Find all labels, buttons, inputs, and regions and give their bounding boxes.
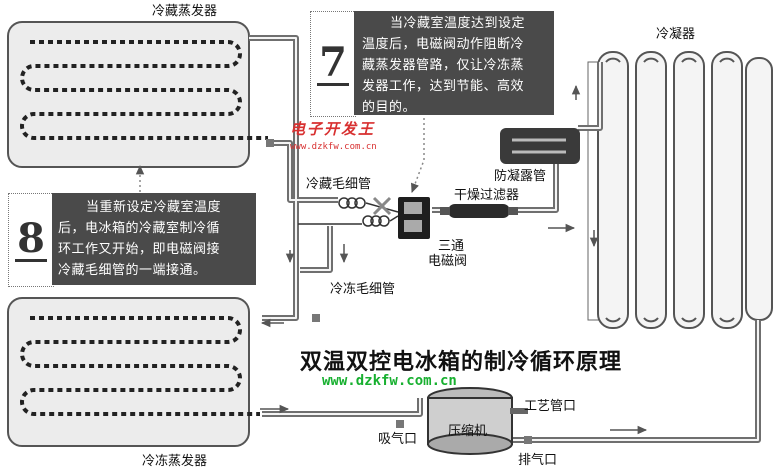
freezer-evaporator <box>7 297 260 447</box>
step-7-number: 7 <box>317 38 349 86</box>
blocked-path-cross <box>372 196 392 216</box>
compressor-label: 压缩机 <box>448 424 488 439</box>
flow-arrows <box>260 84 648 435</box>
anti-condensation-pipe-label: 防凝露管 <box>494 169 547 184</box>
leader-lines <box>135 118 425 193</box>
dryer-filter-label: 干燥过滤器 <box>454 188 520 203</box>
step-7-line: 的目的。 <box>362 100 417 115</box>
fridge-capillary-label: 冷藏毛细管 <box>306 177 372 192</box>
watermark-url-small: www.dzkfw.com.cn <box>290 142 377 152</box>
discharge-port-label: 排气口 <box>518 453 558 468</box>
step-8-line: 当重新设定冷藏室温度 <box>86 200 222 215</box>
freezer-capillary-label: 冷冻毛细管 <box>330 282 396 297</box>
step-8-note: 当重新设定冷藏室温度 后，电冰箱的冷藏室制冷循 环工作又开始，即电磁阀接 冷藏毛… <box>52 193 256 285</box>
step-7-line: 当冷藏室温度达到设定 <box>390 16 526 31</box>
three-way-valve-label-line2: 电磁阀 <box>428 254 468 269</box>
diagram-title: 双温双控电冰箱的制冷循环原理 <box>300 350 623 375</box>
compressor <box>427 387 528 455</box>
capillary-coils <box>298 197 399 227</box>
step-7-line: 藏蒸发器管路，仅让冷冻蒸 <box>362 58 525 73</box>
step-7-badge: 7 <box>310 11 356 117</box>
condenser <box>587 51 773 329</box>
step-8-badge: 8 <box>8 193 54 287</box>
three-way-valve <box>398 197 430 239</box>
condenser-label: 冷凝器 <box>656 27 696 42</box>
process-pipe-label: 工艺管口 <box>524 399 577 414</box>
step-8-line: 冷藏毛细管的一端接通。 <box>58 263 207 278</box>
step-8-number: 8 <box>15 214 47 262</box>
freezer-evaporator-label: 冷冻蒸发器 <box>142 454 208 469</box>
three-way-valve-label-line1: 三通 <box>438 239 465 254</box>
watermark-url-main: www.dzkfw.com.cn <box>322 373 457 389</box>
anti-condensation-pipe <box>500 128 580 164</box>
step-7-line: 发器工作，达到节能、高效 <box>362 79 525 94</box>
step-7-line: 温度后，电磁阀动作阻断冷 <box>362 37 525 52</box>
dryer-filter <box>440 204 518 218</box>
watermark-logo: 电子开发王 <box>290 120 376 138</box>
step-7-note: 当冷藏室温度达到设定 温度后，电磁阀动作阻断冷 藏蒸发器管路，仅让冷冻蒸 发器工… <box>354 11 554 115</box>
fridge-evaporator <box>7 21 268 168</box>
step-8-line: 环工作又开始，即电磁阀接 <box>58 242 221 257</box>
suction-port-label: 吸气口 <box>378 432 418 447</box>
step-8-line: 后，电冰箱的冷藏室制冷循 <box>58 221 221 236</box>
fridge-evaporator-label: 冷藏蒸发器 <box>152 4 218 19</box>
